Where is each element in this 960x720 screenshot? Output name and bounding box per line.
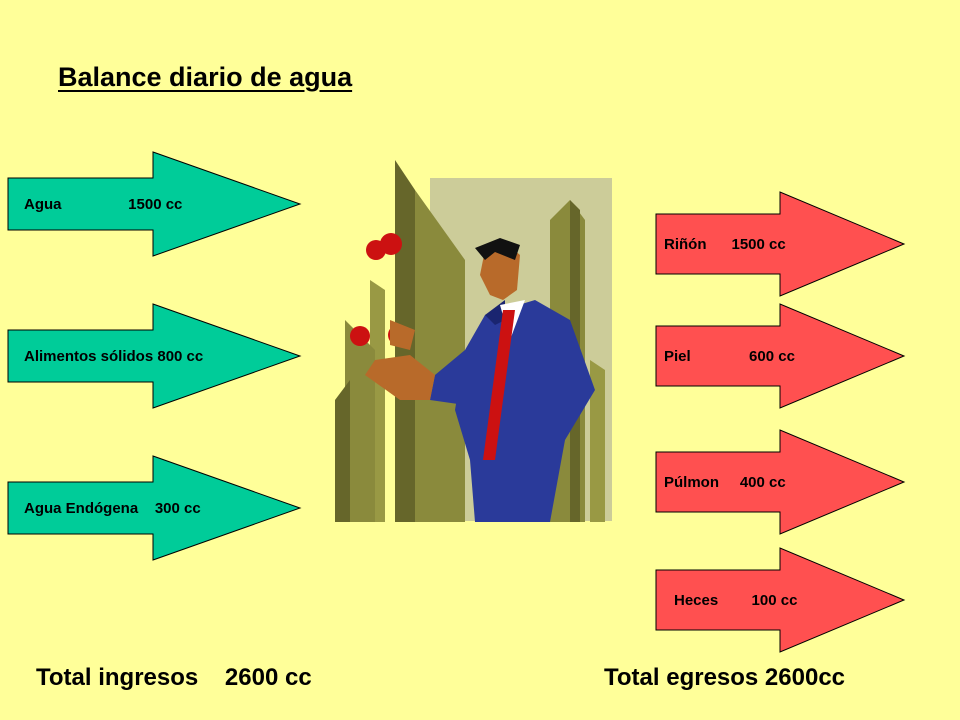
egreso-label: Púlmon 400 cc [664,473,786,491]
egreso-label: Riñón 1500 cc [664,235,786,253]
egreso-arrow-piel: Piel 600 cc [655,303,906,409]
egreso-arrow-pulmon: Púlmon 400 cc [655,429,906,535]
ingreso-label: Alimentos sólidos 800 cc [24,347,204,365]
total-egresos: Total egresos 2600cc [604,664,846,691]
arrow-right-icon [655,547,906,653]
businessman-juggling-illustration [335,160,612,522]
total-ingresos: Total ingresos 2600 cc [36,664,312,691]
egreso-arrow-rinon: Riñón 1500 cc [655,191,906,297]
ingreso-arrow-agua: Agua 1500 cc [7,151,302,257]
ingreso-label: Agua Endógena 300 cc [24,499,201,517]
ingreso-label: Agua 1500 cc [24,195,183,213]
egreso-label: Heces 100 cc [674,591,798,609]
arrow-right-icon [7,455,302,561]
egreso-label: Piel 600 cc [664,347,795,365]
arrow-right-icon [655,429,906,535]
slide-title: Balance diario de agua [58,62,353,92]
ingreso-arrow-agua-endogena: Agua Endógena 300 cc [7,455,302,561]
arrow-right-icon [7,151,302,257]
arrow-right-icon [7,303,302,409]
arrow-right-icon [655,303,906,409]
egreso-arrow-heces: Heces 100 cc [655,547,906,653]
arrow-right-icon [655,191,906,297]
ingreso-arrow-alimentos: Alimentos sólidos 800 cc [7,303,302,409]
